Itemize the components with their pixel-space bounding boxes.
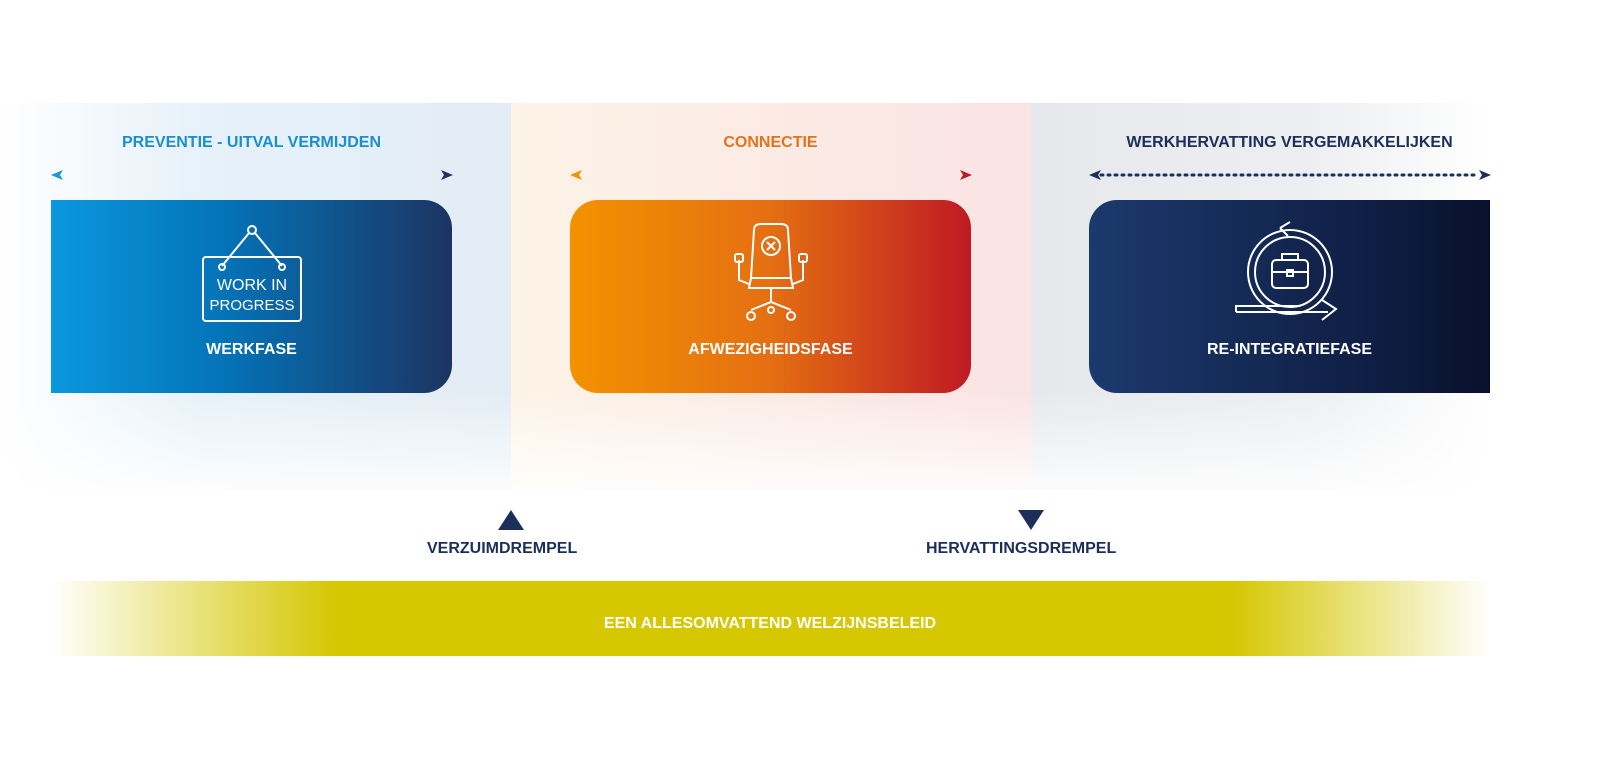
phase-label-werkfase: WERKFASE: [206, 341, 297, 358]
svg-text:WORK IN: WORK IN: [216, 277, 286, 294]
work-in-progress-sign-icon: WORK IN PROGRESS: [201, 225, 302, 322]
phase-label-afwezigheidsfase: AFWEZIGHEIDSFASE: [688, 341, 853, 358]
briefcase-cycle-icon: [1234, 221, 1338, 321]
double-arrow-icon: [51, 170, 453, 180]
werkfase-box: WORK IN PROGRESS WERKFASE: [51, 200, 452, 393]
double-arrow-icon: [570, 170, 972, 180]
afwezigheidsfase-box: AFWEZIGHEIDSFASE: [570, 200, 971, 393]
triangle-up-icon: [498, 510, 524, 530]
threshold-hervattingsdrempel: HERVATTINGSDREMPEL: [926, 540, 1117, 557]
phase-title-werkhervatting: WERKHERVATTING VERGEMAKKELIJKEN: [1126, 134, 1453, 151]
triangle-down-icon: [1018, 510, 1044, 530]
phase-title-preventie: PREVENTIE - UITVAL VERMIJDEN: [122, 134, 381, 151]
welzijnsbeleid-band: EEN ALLESOMVATTEND WELZIJNSBELEID: [50, 581, 1490, 656]
phase-label-re-integratiefase: RE-INTEGRATIEFASE: [1206, 341, 1373, 358]
double-arrow-icon: [1089, 170, 1491, 180]
phase-title-connectie: CONNECTIE: [723, 134, 818, 151]
band-label: EEN ALLESOMVATTEND WELZIJNSBELEID: [603, 615, 937, 632]
panel-fade: [0, 390, 1604, 490]
re-integratiefase-box: RE-INTEGRATIEFASE: [1089, 200, 1490, 393]
office-chair-x-icon: [733, 223, 808, 321]
svg-text:PROGRESS: PROGRESS: [209, 297, 294, 314]
threshold-verzuimdrempel: VERZUIMDREMPEL: [427, 540, 578, 557]
